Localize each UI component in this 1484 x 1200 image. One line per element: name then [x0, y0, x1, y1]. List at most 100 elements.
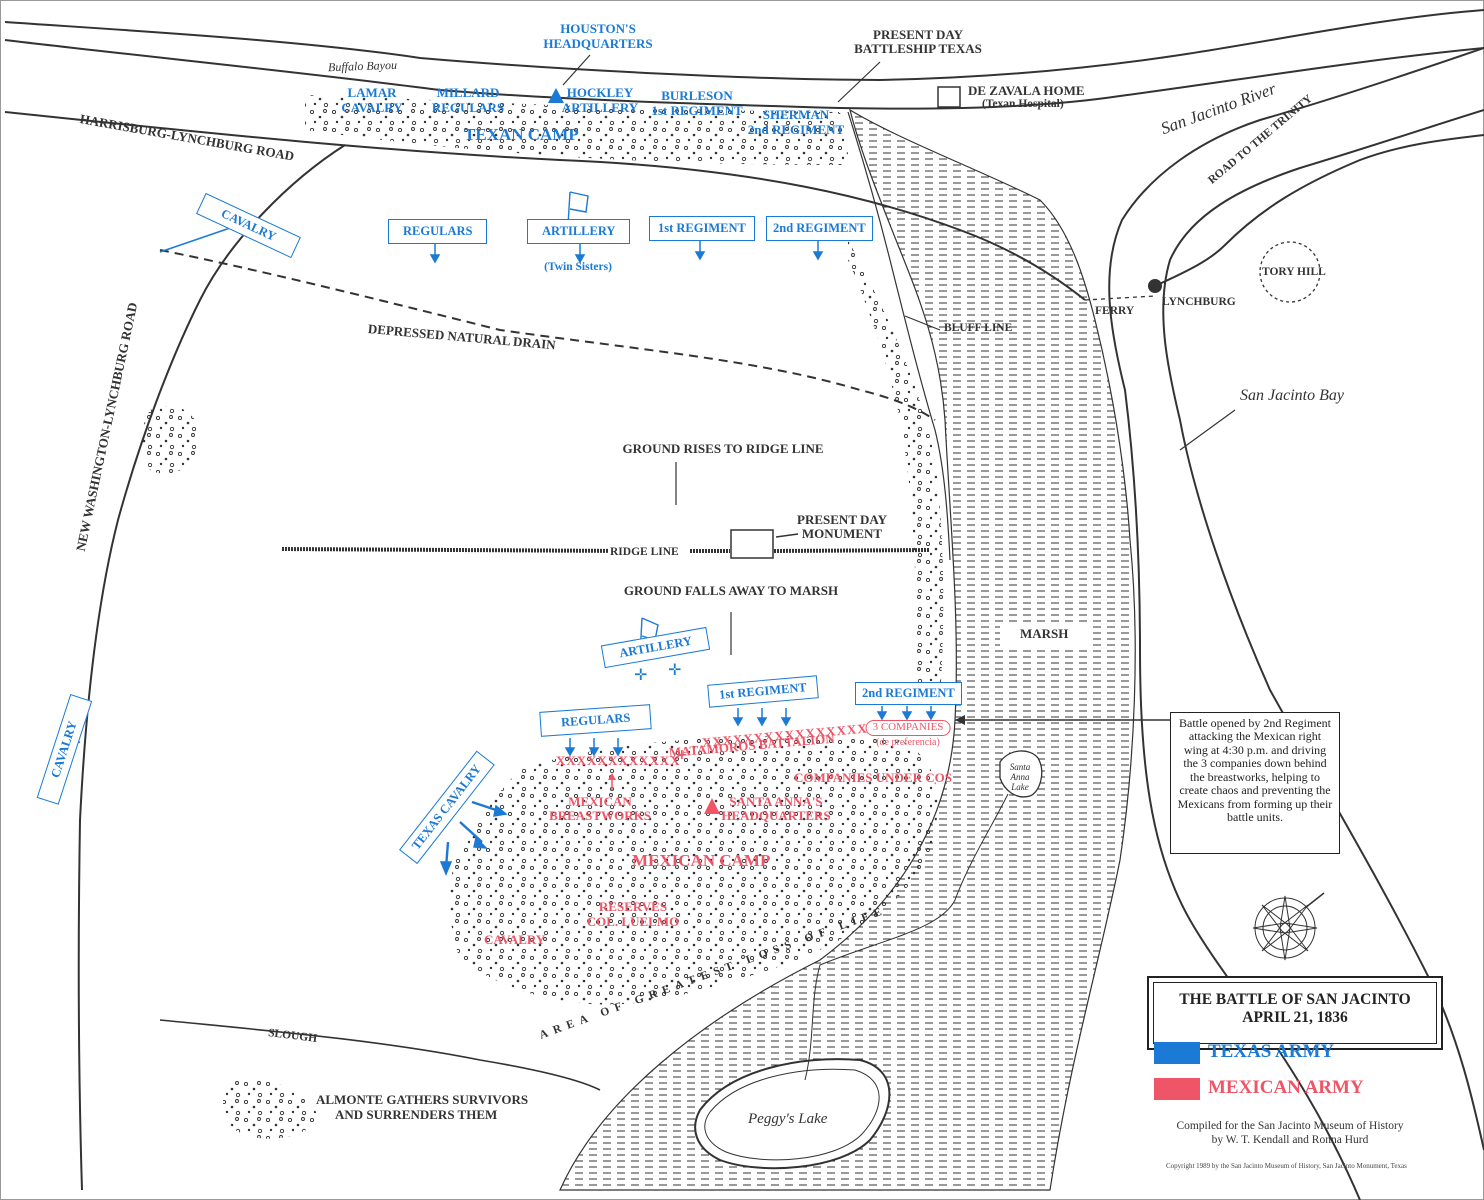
legend-mexico-swatch: [1154, 1078, 1200, 1100]
breastworks-label-1: MEXICAN: [568, 794, 632, 809]
marsh-area: [559, 108, 1136, 1191]
hockley-label-2: ARTILLERY: [561, 100, 639, 115]
credit-block: Compiled for the San Jacinto Museum of H…: [1160, 1120, 1420, 1148]
artillery-top-box: ARTILLERY: [527, 219, 631, 244]
marsh-label-bg: [1000, 622, 1088, 646]
mexican-cavalry-label: CAVALRY: [484, 932, 546, 947]
bluff-line-arrow: [904, 315, 941, 331]
harrisburg-road: [4, 111, 1086, 301]
legend-texas-swatch: [1154, 1042, 1200, 1064]
slough-creek: [804, 793, 1009, 1081]
credit-line-2: by W. T. Kendall and Ronna Hurd: [1211, 1133, 1369, 1146]
hockley-label-1: HOCKLEY: [566, 85, 634, 100]
marsh-label: MARSH: [1020, 626, 1069, 641]
santa-anna-lake-label-3: Lake: [1011, 782, 1029, 792]
artillery-crosses: ✛ ✛: [634, 660, 681, 684]
first-regiment-top-box: 1st REGIMENT: [649, 216, 755, 241]
millard-label-2: REGULARS: [431, 100, 505, 115]
tory-hill-circle: [1259, 241, 1321, 303]
bluff-line-label: BLUFF LINE: [944, 322, 1013, 334]
sherman-label-2: 2nd REGIMENT: [747, 122, 845, 137]
three-companies-label: 3 COMPANIES: [865, 720, 951, 736]
lamar-label-2: CAVALRY: [341, 100, 403, 115]
regulars-top-box: REGULARS: [388, 219, 488, 244]
de-zavala-box: [937, 86, 961, 108]
bluff-line: [847, 111, 951, 561]
companies-cos-label: COMPANIES UNDER COS: [794, 770, 952, 785]
burleson-label-1: BURLESON: [661, 88, 733, 103]
woods-bluff: [848, 240, 944, 700]
mexican-cannon: +: [676, 747, 688, 763]
houston-hq-label-2: HEADQUARTERS: [543, 36, 653, 51]
map-title: THE BATTLE OF SAN JACINTO: [1179, 991, 1411, 1008]
copyright-line: Copyright 1989 by the San Jacinto Museum…: [1166, 1162, 1407, 1170]
houston-hq-pointer: [562, 54, 591, 86]
buffalo-bayou-south-bank: [4, 39, 1484, 110]
compass-rose: [1252, 892, 1325, 961]
peggys-lake-inner: [704, 1068, 880, 1161]
map-title-inner: THE BATTLE OF SAN JACINTO APRIL 21, 1836: [1153, 982, 1437, 1044]
burleson-label-2: 1st REGIMENT: [651, 103, 743, 118]
ridge-line-right: [690, 548, 931, 553]
natural-drain: [159, 249, 936, 421]
ground-falls-label: GROUND FALLS AWAY TO MARSH: [623, 583, 839, 598]
twin-sisters-label: (Twin Sisters): [544, 261, 612, 273]
ridge-line-label: RIDGE LINE: [608, 546, 681, 559]
second-regiment-bottom-box: 2nd REGIMENT: [855, 682, 962, 705]
woods-texan-camp: [305, 95, 850, 165]
monument-arrow: [775, 533, 799, 538]
reserves-label-1: RESERVES: [598, 899, 668, 914]
battle-note: Battle opened by 2nd Regiment attacking …: [1170, 712, 1340, 854]
buffalo-bayou-north-bank: [4, 9, 1484, 82]
woods-almonte: [223, 1079, 320, 1139]
breastworks-x-left: XXXXXXXXXXXX: [556, 753, 681, 768]
de-zavala-label-2: (Texan Hospital): [982, 98, 1064, 110]
tory-hill-label: TORY HILL: [1262, 266, 1326, 278]
credit-line-1: Compiled for the San Jacinto Museum of H…: [1176, 1120, 1404, 1132]
battleship-pointer: [837, 61, 881, 103]
map-title-box: THE BATTLE OF SAN JACINTO APRIL 21, 1836: [1147, 976, 1443, 1050]
map-date: APRIL 21, 1836: [1242, 1008, 1348, 1026]
santa-anna-hq-label-2: HEADQUARTERS: [721, 808, 831, 823]
san-jacinto-bay-label: San Jacinto Bay: [1240, 387, 1344, 404]
texan-advance-arrows: [61, 227, 937, 876]
peggys-lake-label: Peggy's Lake: [748, 1111, 828, 1127]
monument-label-2: MONUMENT: [801, 526, 883, 541]
mexican-camp-label: MEXICAN CAMP: [632, 851, 771, 870]
ferry-label: FERRY: [1095, 305, 1135, 317]
almonte-label-2: AND SURRENDERS THEM: [335, 1107, 498, 1122]
river-west-bank: [1108, 47, 1484, 1200]
legend-texas-label: TEXAS ARMY: [1208, 1041, 1335, 1062]
second-regiment-top-box: 2nd REGIMENT: [766, 216, 873, 241]
ground-rises-label: GROUND RISES TO RIDGE LINE: [622, 441, 824, 456]
millard-label-1: MILLARD: [436, 85, 500, 100]
lynchburg-dot: [1148, 279, 1162, 293]
santa-anna-hq-label-1: SANTA ANNA'S: [729, 794, 823, 809]
reserves-label-2: COL. LUELMO: [586, 914, 680, 929]
houston-hq-label-1: HOUSTON'S: [560, 21, 636, 36]
svg-text:✛: ✛: [634, 665, 647, 684]
battleship-label-1: PRESENT DAY: [873, 27, 963, 42]
lamar-label-1: LAMAR: [347, 85, 397, 100]
woods-mexican-camp: [449, 736, 938, 1005]
santa-anna-lake: [999, 750, 1043, 798]
road-to-trinity: [1154, 134, 1484, 287]
almonte-label-1: ALMONTE GATHERS SURVIVORS: [316, 1092, 529, 1107]
monument-box: [730, 529, 774, 559]
ferry-crossing: [1084, 295, 1156, 301]
battleship-label-2: BATTLESHIP TEXAS: [854, 41, 982, 56]
houston-hq-triangle: [548, 88, 564, 103]
sherman-label-1: SHERMAN: [762, 107, 830, 122]
lynchburg-label: LYNCHBURG: [1162, 296, 1236, 308]
svg-text:✛: ✛: [668, 660, 681, 679]
de-zavala-label-1: DE ZAVALA HOME: [968, 83, 1085, 98]
monument-label-1: PRESENT DAY: [797, 512, 887, 527]
woods-left: [142, 406, 200, 474]
ridge-line-left: [281, 547, 631, 553]
slough-line: [159, 1019, 601, 1091]
santa-anna-lake-label-1: Santa: [1009, 762, 1031, 772]
legend-mexico-label: MEXICAN ARMY: [1208, 1077, 1364, 1098]
santa-anna-lake-label-2: Anna: [1010, 772, 1030, 782]
texan-camp-label: TEXAN CAMP: [464, 125, 579, 144]
